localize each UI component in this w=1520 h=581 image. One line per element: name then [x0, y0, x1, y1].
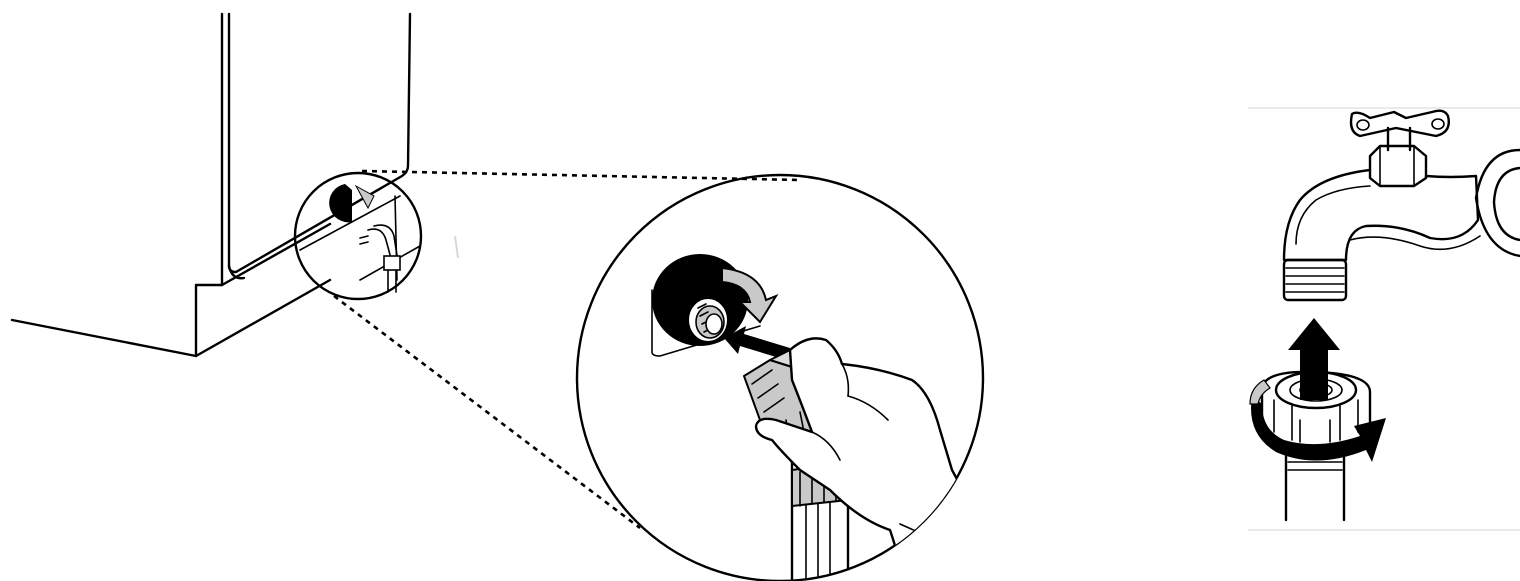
faint-mark: [455, 236, 458, 258]
small-hose-icon: [360, 225, 400, 292]
zoom-circle-small: [295, 173, 421, 299]
zoom-circle-large: [577, 175, 990, 581]
washer-cabinet: [12, 14, 410, 356]
zoom-guide-bottom: [334, 296, 640, 528]
inlet-valve: [652, 254, 748, 346]
zoom-guide-top: [362, 171, 800, 180]
rotate-band-icon: [1251, 396, 1386, 462]
faucet-icon: [1284, 111, 1520, 300]
up-arrow-icon: [1288, 318, 1340, 400]
faucet-panel: [1248, 108, 1520, 530]
small-valve-icon: [329, 184, 374, 222]
rotate-band-back-icon: [1250, 380, 1270, 404]
